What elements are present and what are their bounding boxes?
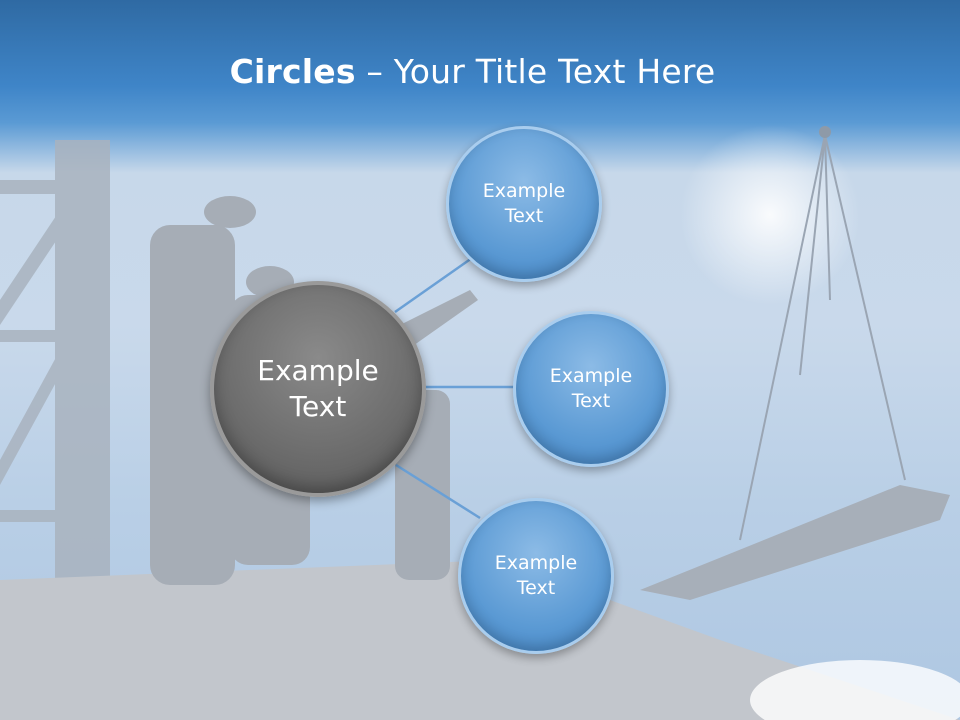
slide-title: Circles – Your Title Text Here: [0, 52, 945, 91]
node-circle-top: Example Text: [446, 126, 602, 282]
center-circle: Example Text: [210, 281, 426, 497]
node-circle-bottom-label: Example Text: [494, 552, 578, 599]
title-rest: – Your Title Text Here: [355, 52, 716, 91]
node-circle-middle: Example Text: [513, 311, 669, 467]
node-circle-top-label: Example Text: [482, 180, 566, 227]
center-circle-label: Example Text: [257, 353, 379, 423]
node-circle-middle-label: Example Text: [549, 365, 633, 412]
node-circle-bottom: Example Text: [458, 498, 614, 654]
title-bold: Circles: [229, 52, 356, 91]
